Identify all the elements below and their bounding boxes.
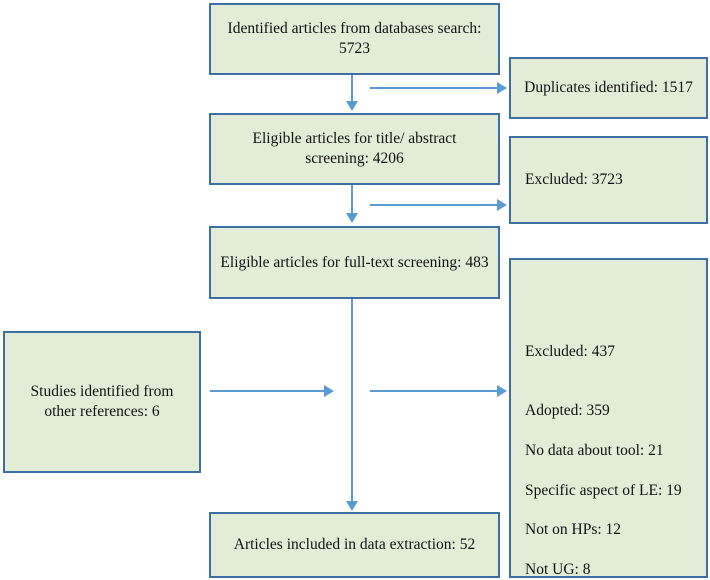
box-duplicates-identified: Duplicates identified: 1517 [509, 57, 708, 119]
box-identified-articles-label: Identified articles from databases searc… [227, 20, 482, 57]
connector-title-abstract-to-excluded [370, 204, 498, 206]
box-excluded-title-abstract-label: Excluded: 3723 [525, 171, 623, 189]
box-articles-included-label: Articles included in data extraction: 52 [233, 536, 476, 554]
exclusion-reason: Not on HPs: 12 [525, 521, 622, 539]
box-excluded-title-abstract: Excluded: 3723 [509, 136, 708, 224]
connector-full-text-to-excluded [370, 390, 498, 392]
box-eligible-title-abstract: Eligible articles for title/ abstract sc… [209, 113, 500, 185]
arrow-down-icon [346, 501, 358, 511]
box-excluded-full-text: Excluded: 437 Adopted: 359 No data about… [509, 258, 708, 578]
connector-identified-to-duplicates [370, 87, 498, 89]
exclusion-reason: Adopted: 359 [525, 402, 610, 420]
box-eligible-full-text: Eligible articles for full-text screenin… [209, 226, 500, 299]
arrow-right-icon [497, 385, 507, 397]
box-excluded-full-text-content: Excluded: 437 Adopted: 359 No data about… [519, 264, 698, 580]
connector-title-abstract-to-full-text [351, 185, 353, 214]
connector-identified-to-title-abstract [351, 75, 353, 103]
box-duplicates-identified-label: Duplicates identified: 1517 [524, 79, 693, 97]
arrow-down-icon [346, 213, 358, 223]
box-identified-articles: Identified articles from databases searc… [209, 3, 500, 75]
box-other-references-label: Studies identified from other references… [30, 383, 174, 420]
exclusion-reason: Not UG: 8 [525, 561, 591, 579]
arrow-right-icon [324, 385, 334, 397]
arrow-down-icon [346, 101, 358, 111]
exclusion-reason: Specific aspect of LE: 19 [525, 481, 682, 499]
arrow-right-icon [497, 199, 507, 211]
exclusion-reason: No data about tool: 21 [525, 442, 664, 460]
connector-full-text-to-included [351, 299, 353, 502]
arrow-right-icon [497, 82, 507, 94]
box-eligible-full-text-label: Eligible articles for full-text screenin… [220, 253, 489, 271]
box-other-references: Studies identified from other references… [3, 331, 201, 473]
excluded-full-text-total: Excluded: 437 [525, 342, 615, 360]
connector-other-references-to-main-flow [210, 390, 325, 392]
box-eligible-title-abstract-label: Eligible articles for title/ abstract sc… [252, 130, 457, 167]
box-articles-included: Articles included in data extraction: 52 [209, 512, 500, 578]
